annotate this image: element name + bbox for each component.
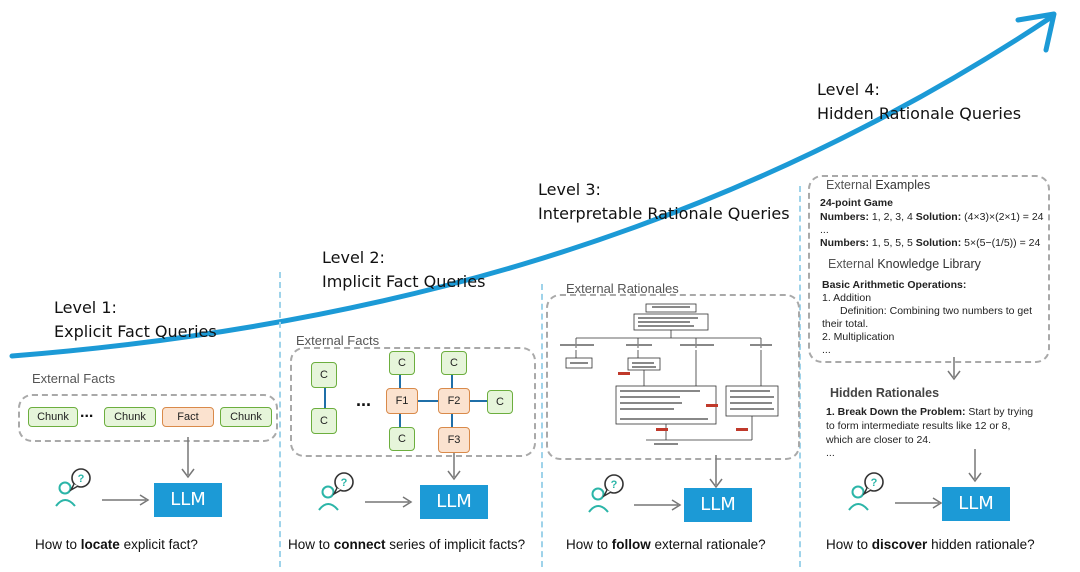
level-2-title: Level 2:Implicit Fact Queries <box>322 248 486 291</box>
hidden-ellipsis: ... <box>826 447 835 459</box>
chunk-node: Chunk <box>220 407 272 427</box>
svg-text:?: ? <box>78 473 85 485</box>
panel4-external-examples-label: External Examples <box>826 178 931 192</box>
hidden-step-1-cont2: which are closer to 24. <box>826 434 932 446</box>
concept-node: C <box>487 390 513 414</box>
chunk-ellipsis: ... <box>80 404 94 421</box>
llm-box: LLM <box>154 483 222 517</box>
concept-node: C <box>441 351 467 375</box>
svg-text:?: ? <box>871 477 878 489</box>
panel2-down-arrow <box>447 453 461 481</box>
level-4-title: Level 4:Hidden Rationale Queries <box>817 80 1022 123</box>
panel1-external-facts-label: External Facts <box>32 371 116 386</box>
llm-box: LLM <box>942 487 1010 521</box>
panel4-knowledge-library-label: External Knowledge Library <box>828 257 981 271</box>
panel3-rationale-box <box>546 294 800 460</box>
separator-3 <box>799 186 801 567</box>
ops-ellipsis: ... <box>822 344 831 356</box>
llm-box: LLM <box>420 485 488 519</box>
user-question-icon: ? <box>318 472 354 511</box>
panel2-facts-box <box>290 347 536 457</box>
user-question-icon: ? <box>588 474 624 513</box>
panel3-question: How to follow external rationale? <box>566 537 766 552</box>
concept-node: C <box>311 362 337 388</box>
fact-node: Fact <box>162 407 214 427</box>
concept-node: C <box>311 408 337 434</box>
separator-2 <box>541 284 543 567</box>
op-addition-definition: Definition: Combining two numbers to get <box>840 305 1033 317</box>
hidden-step-1: 1. Break Down the Problem: Start by tryi… <box>826 406 1034 418</box>
fact-node-f1: F1 <box>386 388 418 414</box>
panel1-facts-box <box>18 394 278 442</box>
panel2-external-facts-label: External Facts <box>296 333 380 348</box>
panel1-question: How to locate explicit fact? <box>35 537 198 552</box>
op-multiplication: 2. Multiplication <box>822 331 895 343</box>
panel3-down-arrow <box>709 455 723 489</box>
panel3-right-arrow <box>634 499 682 511</box>
chunk-node: Chunk <box>28 407 78 427</box>
op-addition: 1. Addition <box>822 292 872 304</box>
panel4-down-arrow-2 <box>968 449 982 483</box>
concept-node: C <box>389 427 415 451</box>
panel4-knowledge-box <box>808 175 1050 363</box>
clinical-flowchart-thumbnail <box>560 303 779 445</box>
panel4-right-arrow <box>895 497 943 509</box>
level-1-title: Level 1:Explicit Fact Queries <box>54 298 217 341</box>
panel2-right-arrow <box>365 496 413 508</box>
llm-box: LLM <box>684 488 752 522</box>
chunk-node: Chunk <box>104 407 156 427</box>
example-2: Numbers: 1, 5, 5, 5 Solution: 5×(5−(1/5)… <box>820 237 1041 249</box>
fact-node-f2: F2 <box>438 388 470 414</box>
panel4-down-arrow-1 <box>947 357 961 381</box>
examples-ellipsis: ... <box>820 224 829 236</box>
hidden-step-1-cont: to form intermediate results like 12 or … <box>826 420 1011 432</box>
panel2-question: How to connect series of implicit facts? <box>288 537 526 552</box>
panel4-question: How to discover hidden rationale? <box>826 537 1035 552</box>
separator-1 <box>279 272 281 567</box>
svg-text:?: ? <box>341 477 348 489</box>
panel1-right-arrow <box>102 494 150 506</box>
concept-node: C <box>389 351 415 375</box>
panel3-external-rationales-label: External Rationales <box>566 281 679 296</box>
hidden-rationales-label: Hidden Rationales <box>830 386 940 400</box>
op-addition-definition-cont: their total. <box>822 318 869 330</box>
fact-node-f3: F3 <box>438 427 470 453</box>
panel1-down-arrow <box>181 437 195 479</box>
user-question-icon: ? <box>848 472 884 511</box>
level-3-title: Level 3:Interpretable Rationale Queries <box>538 180 790 223</box>
ops-title: Basic Arithmetic Operations: <box>822 279 967 291</box>
game-title: 24-point Game <box>820 197 893 209</box>
example-1: Numbers: 1, 2, 3, 4 Solution: (4×3)×(2×1… <box>820 211 1044 223</box>
user-question-icon: ? <box>55 468 91 507</box>
svg-text:?: ? <box>611 479 618 491</box>
graph-ellipsis: ... <box>356 390 372 410</box>
